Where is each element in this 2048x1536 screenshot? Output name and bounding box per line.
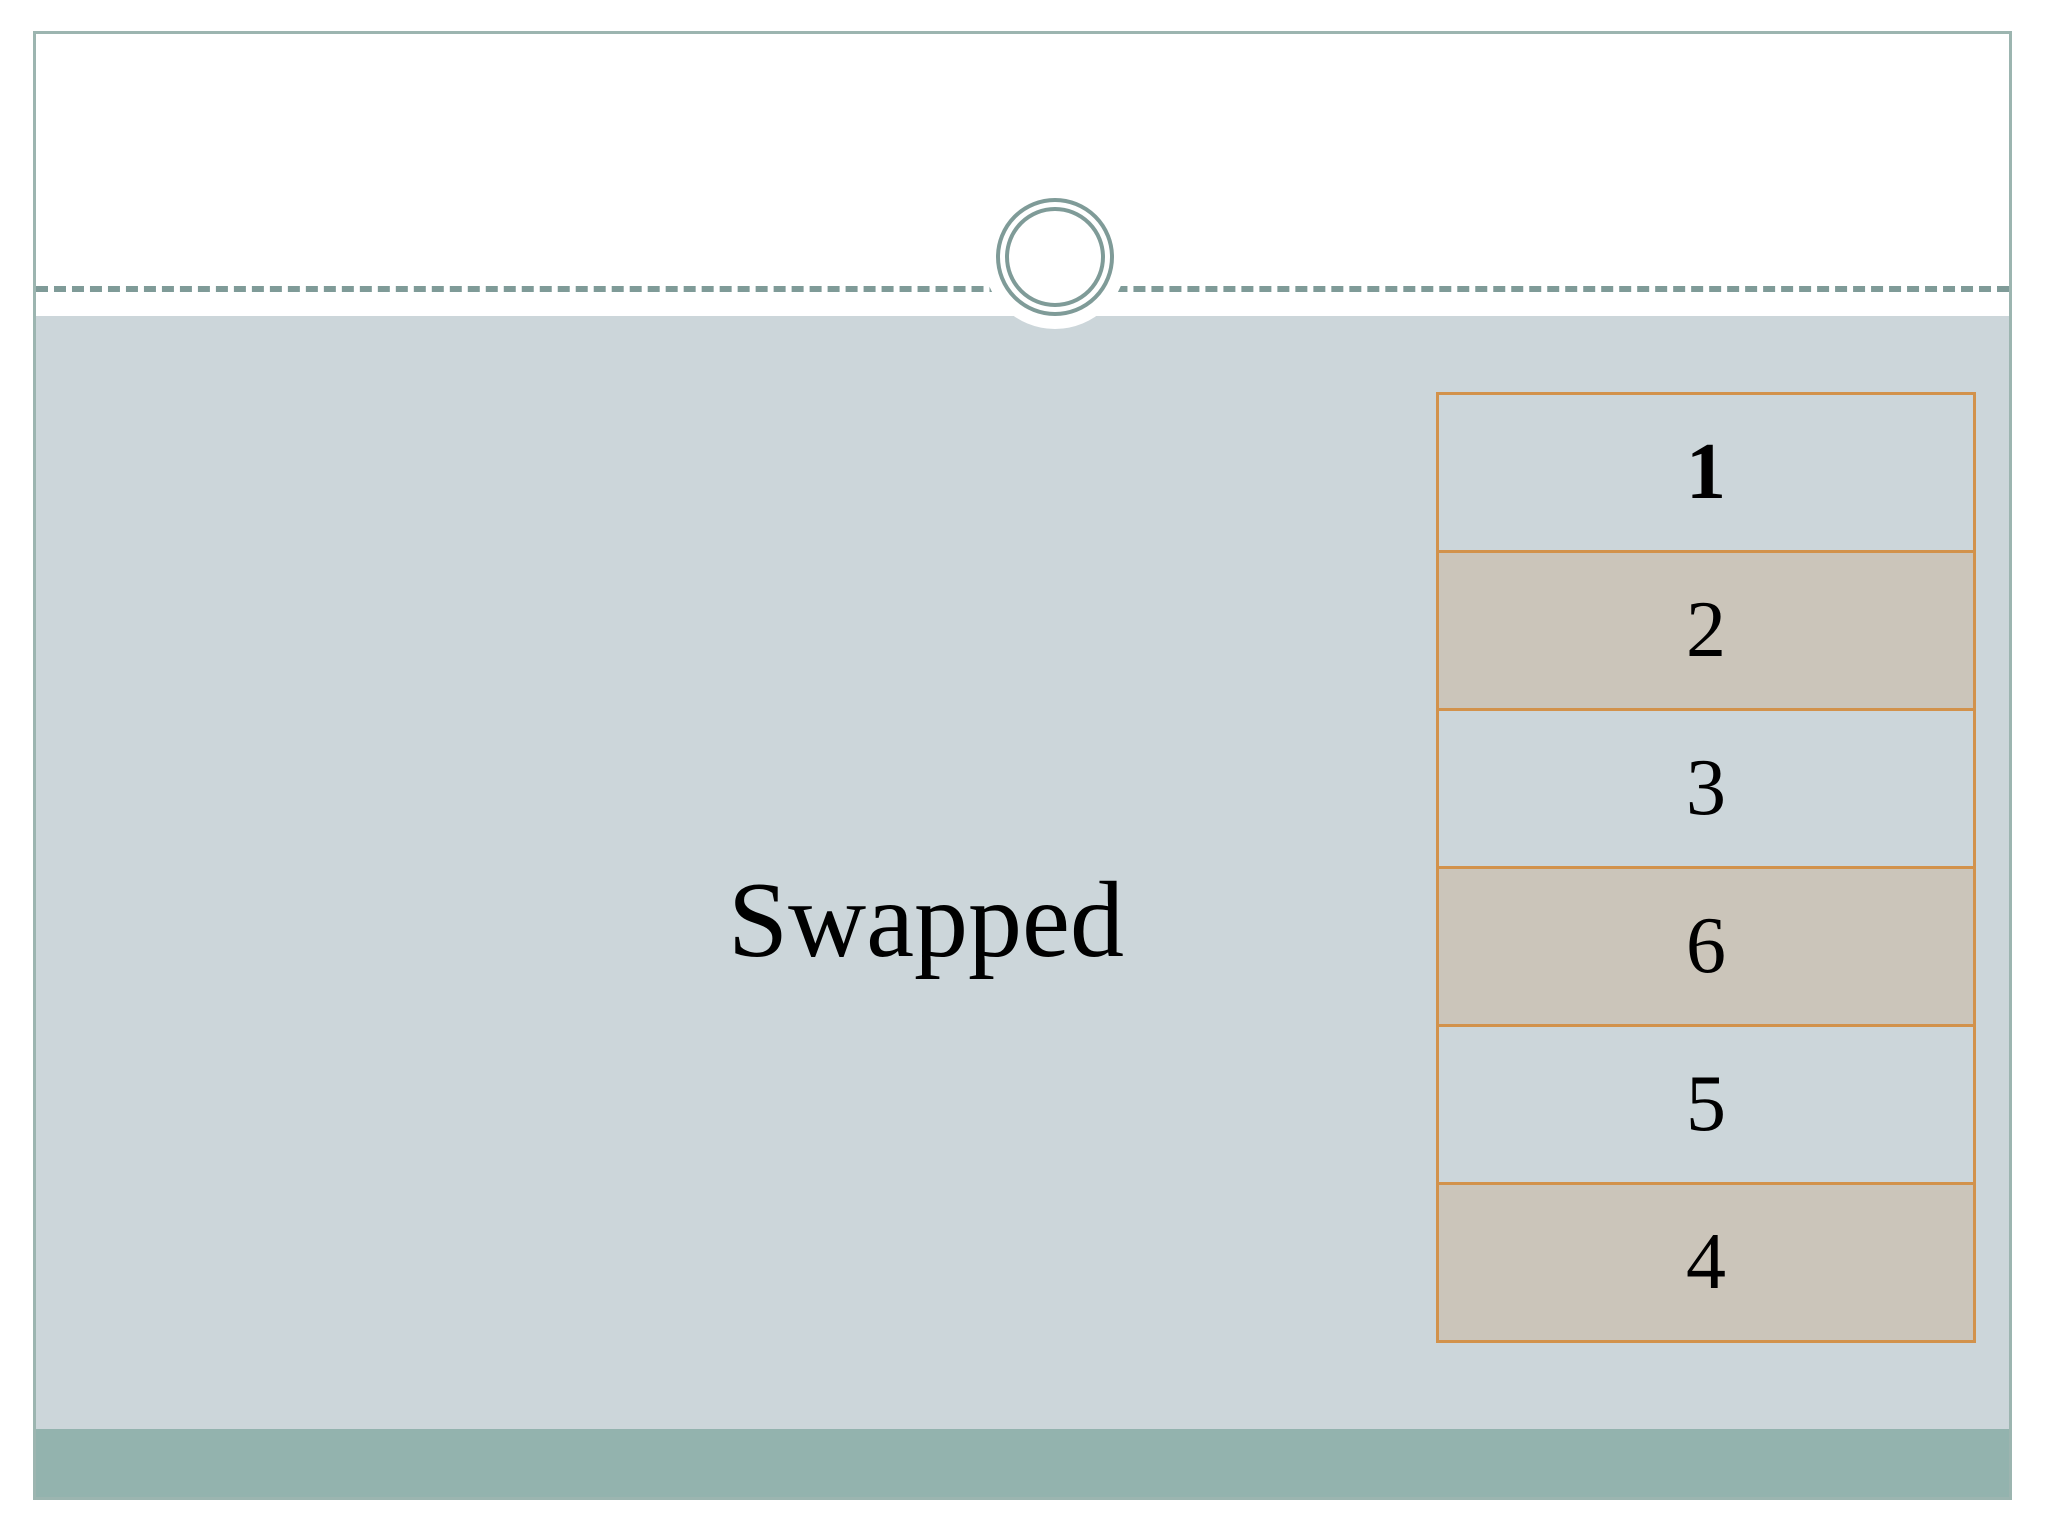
array-cell-5: 4 [1436, 1182, 1976, 1343]
array-row: 4 [1436, 1182, 1976, 1343]
array-cell-0: 1 [1436, 392, 1976, 553]
ornament-outer-ring [996, 198, 1114, 316]
array-cell-4: 5 [1436, 1024, 1976, 1185]
array-row: 6 [1436, 866, 1976, 1027]
presentation-slide: Swapped 1 2 3 6 5 4 [33, 31, 2012, 1500]
body-caption: Swapped [728, 861, 1124, 980]
array-cell-2: 3 [1436, 708, 1976, 869]
array-row: 1 [1436, 392, 1976, 553]
array-cell-1: 2 [1436, 550, 1976, 711]
array-row: 2 [1436, 550, 1976, 711]
ornament-inner-ring [1005, 207, 1105, 307]
array-row: 5 [1436, 1024, 1976, 1185]
double-circle-ornament-icon [983, 185, 1127, 329]
array-visualization-table: 1 2 3 6 5 4 [1436, 392, 1976, 1343]
array-table-body: 1 2 3 6 5 4 [1436, 392, 1976, 1343]
array-cell-3: 6 [1436, 866, 1976, 1027]
array-row: 3 [1436, 708, 1976, 869]
slide-footer-strip [36, 1429, 2009, 1497]
